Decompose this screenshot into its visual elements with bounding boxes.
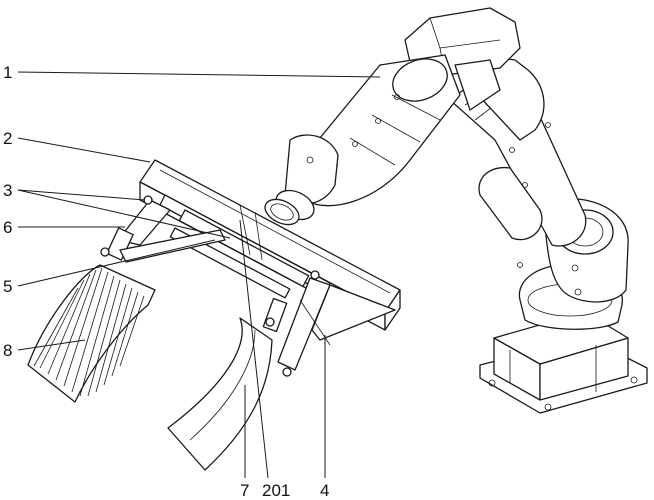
robot-base bbox=[479, 311, 648, 414]
leader-201 bbox=[239, 219, 269, 479]
label-4: 4 bbox=[320, 481, 329, 500]
leader-8 bbox=[17, 339, 86, 351]
left-jaw bbox=[100, 195, 226, 263]
label-201: 201 bbox=[262, 481, 290, 500]
brush-pad bbox=[27, 264, 156, 403]
right-pad bbox=[167, 317, 273, 471]
leader-1 bbox=[17, 71, 381, 78]
right-jaw bbox=[262, 270, 396, 377]
leader-3a bbox=[17, 189, 146, 201]
label-1: 1 bbox=[3, 63, 12, 82]
leader-5 bbox=[17, 239, 216, 287]
label-3: 3 bbox=[3, 181, 12, 200]
label-6: 6 bbox=[3, 218, 12, 237]
label-7: 7 bbox=[240, 481, 249, 500]
leader-lines bbox=[17, 71, 381, 479]
label-5: 5 bbox=[3, 277, 12, 296]
leader-3b bbox=[17, 189, 231, 239]
leader-2 bbox=[17, 137, 151, 163]
robot-wrist bbox=[264, 134, 339, 226]
label-8: 8 bbox=[3, 341, 12, 360]
label-2: 2 bbox=[3, 129, 12, 148]
reference-labels: 1 2 3 6 5 8 7 201 4 bbox=[3, 63, 329, 500]
